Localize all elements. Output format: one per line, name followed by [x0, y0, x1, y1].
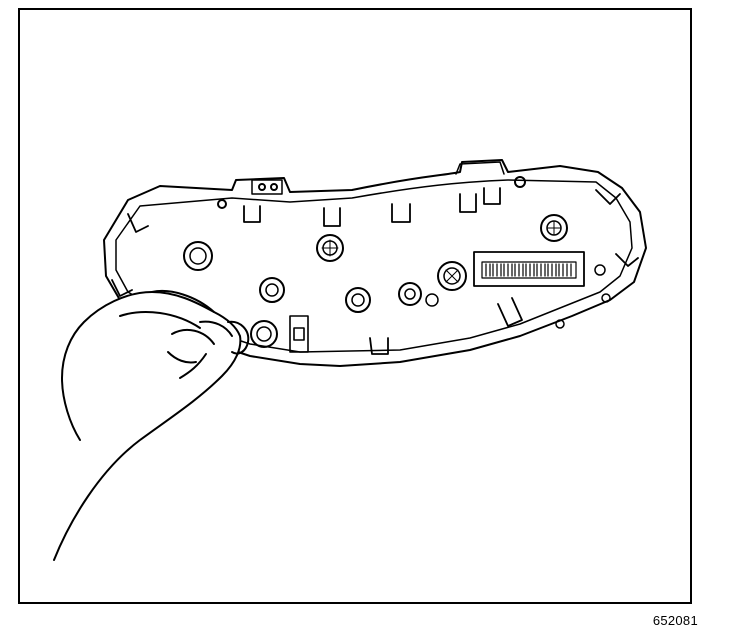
bulb-socket [437, 261, 467, 291]
retaining-clips [111, 187, 639, 355]
bulb-socket [345, 287, 371, 313]
bulb-socket-being-removed [250, 320, 278, 348]
bulb-socket [540, 214, 568, 242]
bulb-socket [316, 234, 344, 262]
bulb-socket [183, 241, 213, 271]
bulb-sockets [183, 214, 606, 348]
bulb-socket [398, 282, 422, 306]
barcode-stripes [485, 263, 572, 277]
connector-housing [289, 315, 309, 353]
barcode-label [473, 251, 585, 287]
technician-hand [53, 290, 250, 561]
figure-id-label: 652081 [652, 613, 698, 628]
bulb-socket [259, 277, 285, 303]
